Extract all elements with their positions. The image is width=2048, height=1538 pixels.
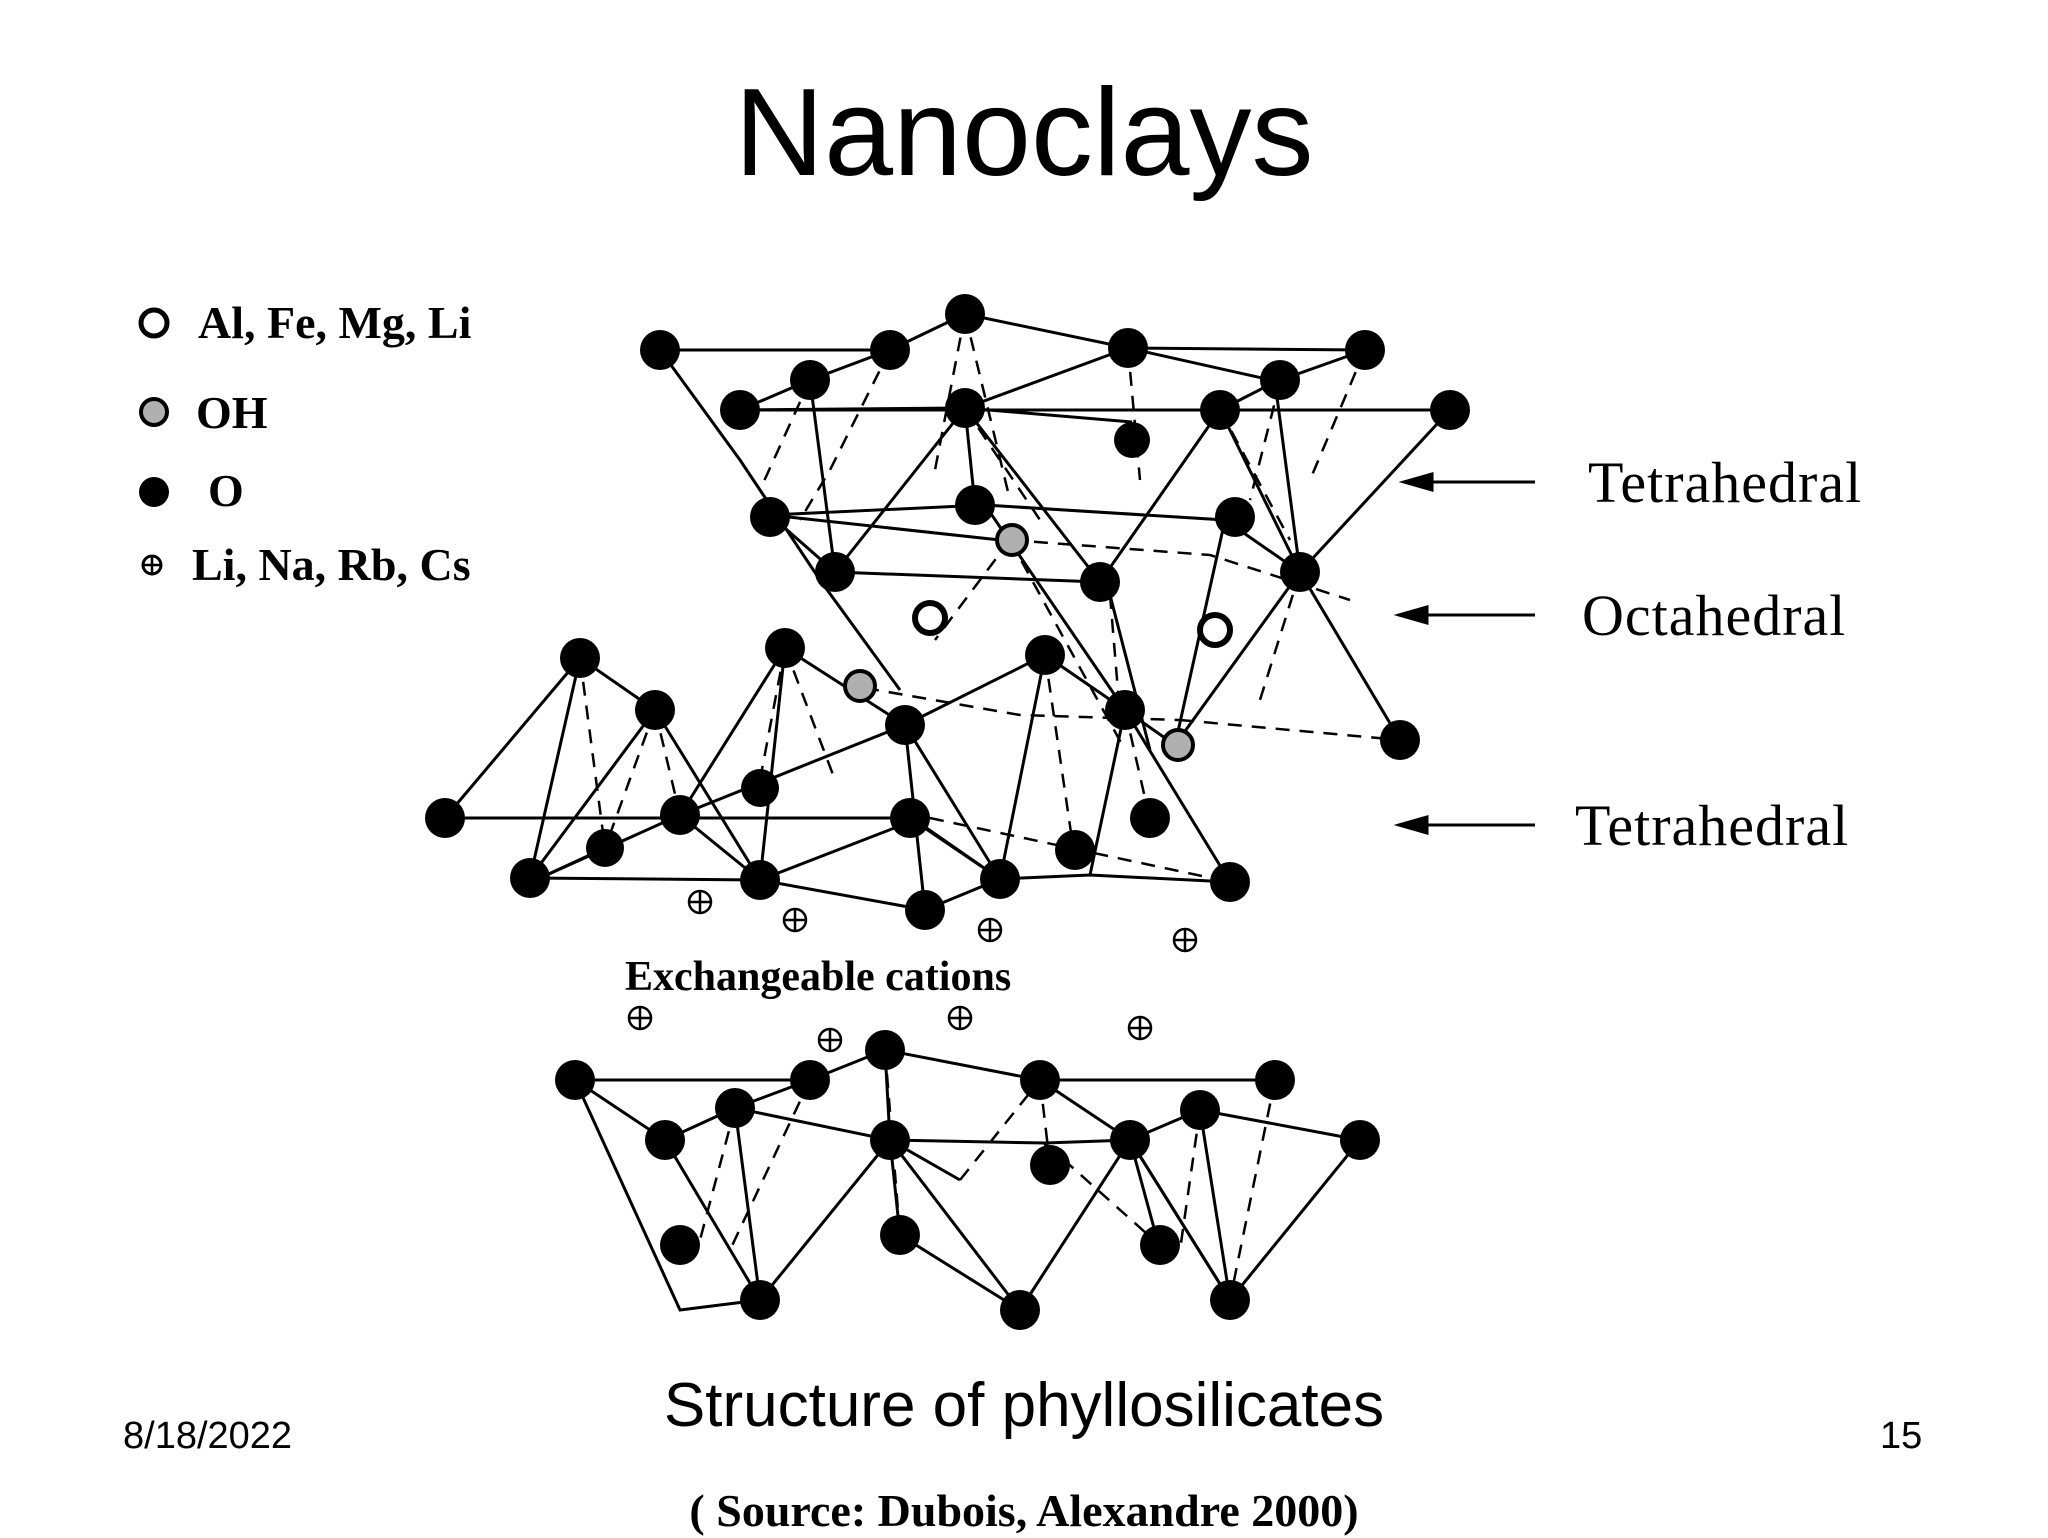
legend-open-circle-icon (138, 307, 170, 339)
source-citation: ( Source: Dubois, Alexandre 2000) (689, 1485, 1359, 1536)
legend-grey-circle-icon (139, 397, 169, 427)
octahedral-metal-atoms (912, 600, 1233, 648)
lower-tetrahedral-sheet (573, 1048, 1362, 1312)
legend-cation-icon (141, 554, 163, 576)
legend-label-hydroxyl: OH (196, 387, 268, 438)
middle-tetrahedral-layer (443, 645, 1232, 912)
label-octahedral: Octahedral (1582, 583, 1846, 648)
hydroxyl-atoms (843, 523, 1195, 762)
oxygen-atoms (425, 294, 1470, 1330)
slide-title: Nanoclays (734, 64, 1314, 202)
exchangeable-cation-atoms (627, 889, 1198, 1053)
legend-label-metals: Al, Fe, Mg, Li (198, 297, 472, 348)
label-tetrahedral-bottom: Tetrahedral (1575, 793, 1849, 858)
slide-date: 8/18/2022 (123, 1415, 293, 1457)
slide-page-number: 15 (1880, 1415, 1923, 1457)
figure-caption: Structure of phyllosilicates (663, 1371, 1385, 1440)
legend: Al, Fe, Mg, Li OH O Li, Na, Rb, Cs (138, 297, 472, 590)
exchangeable-cations-label: Exchangeable cations (625, 954, 1011, 1000)
legend-label-oxygen: O (208, 465, 244, 516)
layer-arrows (1393, 472, 1535, 835)
label-tetrahedral-top: Tetrahedral (1588, 450, 1862, 515)
top-tetrahedral-layer (658, 312, 1452, 751)
legend-black-circle-icon (139, 477, 169, 507)
legend-label-cations: Li, Na, Rb, Cs (192, 539, 471, 590)
